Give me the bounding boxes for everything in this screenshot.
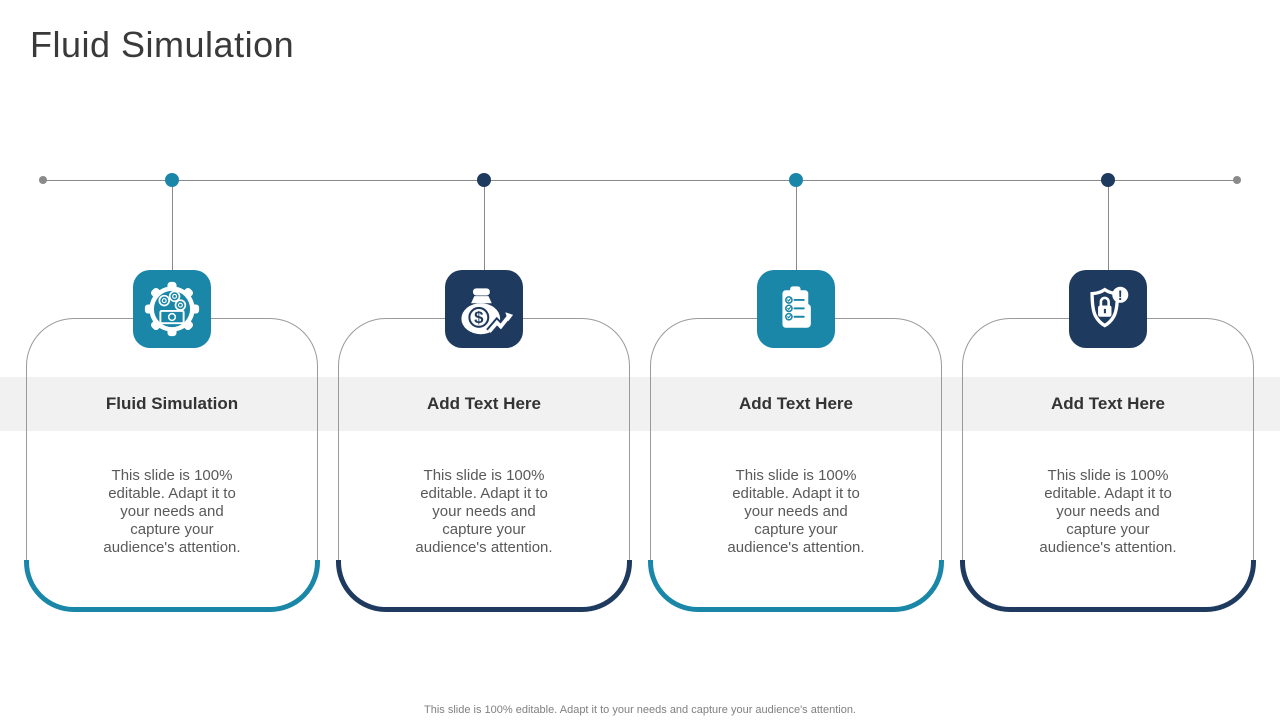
icon-tile-1[interactable] xyxy=(133,270,211,348)
card-body-placeholder[interactable]: This slide is 100% editable. Adapt it to… xyxy=(727,467,865,556)
timeline-item-4: ! Add Text Here This slide is 100% edita… xyxy=(962,0,1254,720)
svg-text:$: $ xyxy=(474,308,484,327)
connector-line xyxy=(483,180,485,319)
timeline-node-dot xyxy=(789,173,803,187)
icon-tile-4[interactable]: ! xyxy=(1069,270,1147,348)
timeline-end-dot xyxy=(1233,176,1241,184)
content-card-2[interactable]: Add Text Here This slide is 100% editabl… xyxy=(338,318,630,610)
card-body-placeholder[interactable]: This slide is 100% editable. Adapt it to… xyxy=(103,467,241,556)
icon-tile-3[interactable] xyxy=(757,270,835,348)
icon-tile-2[interactable]: $ xyxy=(445,270,523,348)
content-card-4[interactable]: Add Text Here This slide is 100% editabl… xyxy=(962,318,1254,610)
card-body-placeholder[interactable]: This slide is 100% editable. Adapt it to… xyxy=(1039,467,1177,556)
content-card-1[interactable]: Fluid Simulation This slide is 100% edit… xyxy=(26,318,318,610)
timeline-item-3: Add Text Here This slide is 100% editabl… xyxy=(650,0,942,720)
slide-title[interactable]: Fluid Simulation xyxy=(30,24,295,65)
card-body-placeholder[interactable]: This slide is 100% editable. Adapt it to… xyxy=(415,467,553,556)
money-bag-growth-icon: $ xyxy=(461,288,514,335)
gear-money-icon xyxy=(144,281,200,337)
checklist-clipboard-icon xyxy=(782,286,811,328)
timeline-node-dot xyxy=(165,173,179,187)
footer-note[interactable]: This slide is 100% editable. Adapt it to… xyxy=(424,704,856,716)
connector-line xyxy=(795,180,797,319)
shield-lock-icon: ! xyxy=(1090,286,1129,328)
card-title[interactable]: Fluid Simulation xyxy=(105,394,239,413)
card-title[interactable]: Add Text Here xyxy=(739,394,853,413)
connector-line xyxy=(171,180,173,319)
connector-line xyxy=(1107,180,1109,319)
svg-text:!: ! xyxy=(1118,288,1123,304)
timeline-item-2: $ Add Text Here This slide is 100% edita… xyxy=(338,0,630,720)
card-title[interactable]: Add Text Here xyxy=(427,394,541,413)
card-title[interactable]: Add Text Here xyxy=(1051,394,1165,413)
timeline-start-dot xyxy=(39,176,47,184)
timeline-line xyxy=(43,180,1237,181)
content-card-3[interactable]: Add Text Here This slide is 100% editabl… xyxy=(650,318,942,610)
timeline-node-dot xyxy=(1101,173,1115,187)
timeline-item-1: Fluid Simulation This slide is 100% edit… xyxy=(26,0,318,720)
timeline-node-dot xyxy=(477,173,491,187)
